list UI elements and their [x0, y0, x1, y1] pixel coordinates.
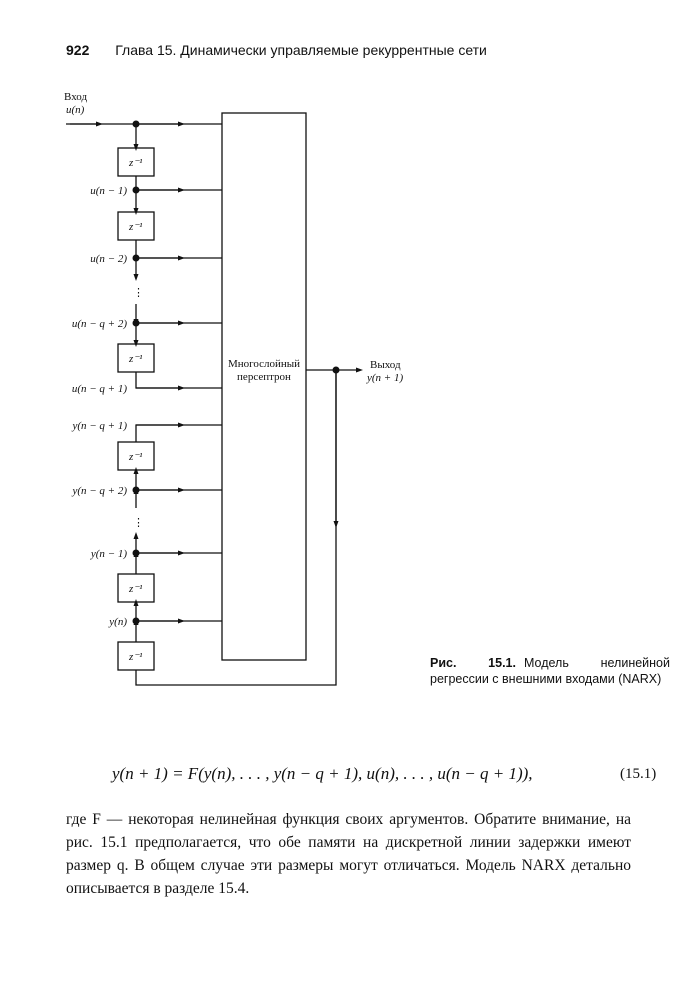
input-label: Вход: [64, 91, 87, 103]
tap-y-2: y(n − q + 2): [71, 485, 127, 497]
equation: y(n + 1) = F(y(n), . . . , y(n − q + 1),…: [112, 764, 533, 783]
body-paragraph: где F — некоторая нелинейная функция сво…: [66, 811, 631, 897]
page-header: 922 Глава 15. Динамически управляемые ре…: [66, 42, 487, 58]
mlp-box: [221, 112, 307, 661]
tap-u-2: u(n − 2): [90, 253, 127, 265]
tap-y-4: y(n): [108, 616, 127, 628]
narx-diagram: Вход u(n) z⁻¹ z⁻¹ z⁻¹ z⁻¹ z⁻¹ z⁻¹ u(n − …: [64, 91, 403, 686]
input-signal: u(n): [66, 104, 85, 116]
caption-text: Модель нелинейной регрессии с внешними в…: [430, 656, 670, 686]
mlp-label-line1: Многослойный: [228, 358, 300, 370]
tap-u-1: u(n − 1): [90, 185, 127, 197]
tap-y-3: y(n − 1): [90, 548, 127, 560]
output-signal: y(n + 1): [366, 372, 403, 384]
delay-label-6: z⁻¹: [128, 651, 142, 663]
ellipsis-u: ⋮: [133, 287, 144, 299]
delay-label-1: z⁻¹: [128, 157, 142, 169]
equation-number: (15.1): [620, 766, 657, 782]
delay-label-4: z⁻¹: [128, 451, 142, 463]
figure-number: Рис. 15.1.: [430, 656, 516, 670]
delay-label-2: z⁻¹: [128, 221, 142, 233]
ellipsis-y: ⋮: [133, 517, 144, 529]
tap-u-4: u(n − q + 1): [72, 383, 128, 395]
figure-caption: Рис. 15.1.Модель нелинейной регрессии с …: [430, 655, 670, 687]
mlp-label-line2: персептрон: [237, 371, 291, 383]
tap-u-3: u(n − q + 2): [72, 318, 128, 330]
delay-label-5: z⁻¹: [128, 583, 142, 595]
page-number: 922: [66, 42, 90, 58]
chapter-title: Глава 15. Динамически управляемые рекурр…: [115, 42, 487, 58]
tap-y-1: y(n − q + 1): [71, 420, 127, 432]
output-label: Выход: [370, 359, 401, 371]
delay-label-3: z⁻¹: [128, 353, 142, 365]
